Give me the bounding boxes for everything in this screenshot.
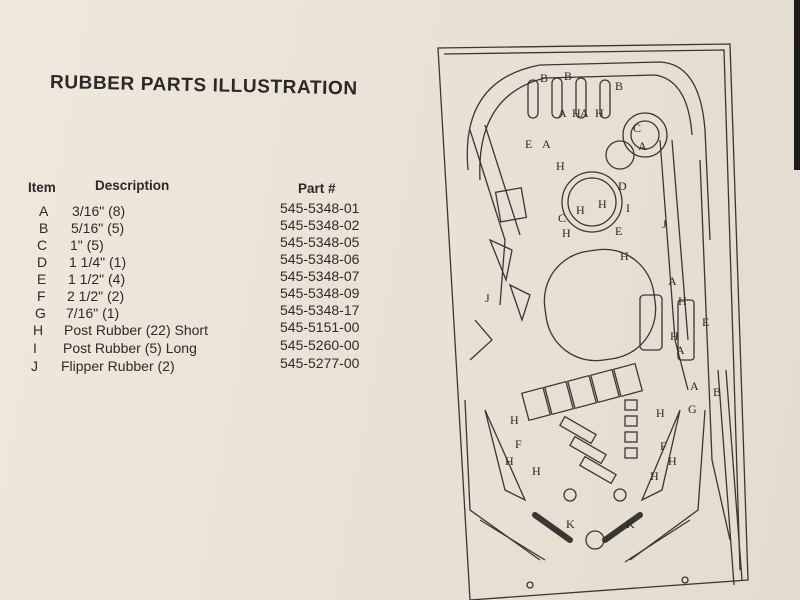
callout-label-e: E: [525, 137, 532, 151]
column-header-description: Description: [95, 178, 170, 193]
callout-label-f: F: [660, 439, 667, 453]
callout-label-h: H: [505, 454, 514, 468]
row-part: 545-5348-02: [280, 217, 360, 233]
callout-label-c: C: [633, 121, 641, 135]
callout-label-a: A: [638, 139, 647, 153]
callout-label-h: H: [620, 249, 629, 263]
callout-label-g: G: [688, 402, 697, 416]
column-header-item: Item: [28, 180, 56, 195]
callout-label-h: H: [532, 464, 541, 478]
callout-label-h: H: [562, 226, 571, 240]
callout-label-e: E: [702, 315, 709, 329]
callout-label-h: H: [598, 197, 607, 211]
row-description: 1 1/2" (4): [68, 271, 126, 287]
row-item: I: [33, 340, 37, 356]
row-part: 545-5348-01: [280, 200, 360, 216]
callout-label-a: A: [558, 106, 567, 120]
row-part: 545-5151-00: [280, 319, 360, 335]
callout-label-j: J: [662, 217, 667, 231]
row-part: 545-5348-09: [280, 285, 360, 301]
callout-label-h: H: [556, 159, 565, 173]
callout-label-h: H: [656, 406, 665, 420]
callout-label-h: H: [670, 329, 679, 343]
row-description: Post Rubber (5) Long: [63, 340, 197, 356]
callout-label-j: J: [485, 291, 490, 305]
row-description: 1 1/4" (1): [69, 254, 127, 270]
callout-label-d: D: [618, 179, 627, 193]
page-edge-shadow: [794, 0, 800, 170]
callout-label-h: H: [595, 106, 604, 120]
row-item: F: [37, 288, 46, 304]
row-description: Post Rubber (22) Short: [64, 322, 208, 338]
row-part: 545-5348-05: [280, 234, 360, 250]
row-part: 545-5348-17: [280, 302, 360, 318]
row-part: 545-5277-00: [280, 355, 360, 371]
row-description: Flipper Rubber (2): [61, 358, 175, 374]
callout-label-c: C: [558, 211, 566, 225]
row-part: 545-5260-00: [280, 337, 360, 353]
callout-label-b: B: [713, 385, 721, 399]
callout-label-h: H: [576, 203, 585, 217]
row-description: 3/16" (8): [72, 203, 126, 219]
callout-label-h: H: [668, 454, 677, 468]
callout-label-h: H: [572, 106, 581, 120]
row-description: 5/16" (5): [71, 220, 125, 236]
callout-label-k: K: [626, 517, 635, 531]
column-header-part: Part #: [298, 181, 336, 196]
row-item: H: [33, 322, 44, 338]
row-item: E: [37, 271, 47, 287]
callout-label-a: A: [580, 106, 589, 120]
callout-label-a: A: [690, 379, 699, 393]
callout-label-a: A: [542, 137, 551, 151]
row-description: 2 1/2" (2): [67, 288, 125, 304]
row-item: C: [37, 237, 48, 253]
callout-label-h: H: [510, 413, 519, 427]
callout-label-h: H: [678, 294, 687, 308]
callout-label-b: B: [564, 69, 572, 83]
row-part: 545-5348-06: [280, 251, 360, 267]
callout-label-a: A: [676, 343, 685, 357]
callout-label-b: B: [615, 79, 623, 93]
callout-label-a: A: [668, 274, 677, 288]
row-description: 1" (5): [70, 237, 104, 253]
page-title: RUBBER PARTS ILLUSTRATION: [49, 72, 358, 100]
row-part: 545-5348-07: [280, 268, 360, 284]
row-item: D: [37, 254, 48, 270]
callout-label-b: B: [540, 71, 548, 85]
row-item: A: [39, 203, 49, 219]
row-description: 7/16" (1): [66, 305, 120, 321]
row-item: B: [39, 220, 49, 236]
callout-label-h: H: [650, 469, 659, 483]
callout-label-k: K: [566, 517, 575, 531]
row-item: J: [31, 358, 38, 374]
callout-label-f: F: [515, 437, 522, 451]
row-item: G: [35, 305, 46, 321]
callout-label-e: E: [615, 224, 622, 238]
callout-label-i: I: [626, 201, 630, 215]
